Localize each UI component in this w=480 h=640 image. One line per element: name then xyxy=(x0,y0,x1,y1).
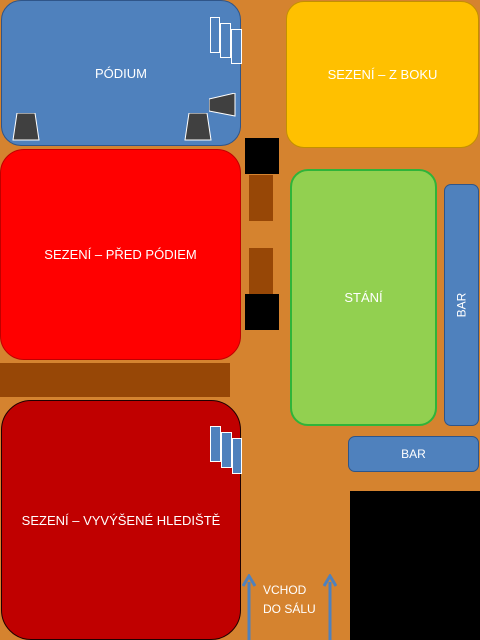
monitor-panel-2 xyxy=(221,432,232,468)
bar-vertical-label: BAR xyxy=(454,292,469,318)
podium-label: PÓDIUM xyxy=(95,65,147,81)
light-stack-panel-2 xyxy=(220,23,231,58)
speaker-right-icon xyxy=(209,93,236,117)
entrance-label-line2: DO SÁLU xyxy=(263,602,316,616)
walkway-strip xyxy=(0,363,230,397)
speaker-center-icon xyxy=(184,113,212,141)
entrance-arrow-left-icon xyxy=(242,574,256,640)
front-seating-label: SEZENÍ – PŘED PÓDIEM xyxy=(44,247,197,262)
column-block-bottom xyxy=(245,294,279,330)
monitor-panel-1 xyxy=(210,426,221,462)
podium-zone: PÓDIUM xyxy=(1,0,241,146)
walkway-segment-top xyxy=(249,175,273,221)
monitor-panel-3 xyxy=(232,438,242,474)
side-seating-zone: SEZENÍ – Z BOKU xyxy=(286,1,479,148)
walkway-segment-bottom xyxy=(249,248,273,294)
standing-label: STÁNÍ xyxy=(344,290,383,305)
bar-vertical: BAR xyxy=(444,184,479,426)
entrance-arrow-right-icon xyxy=(323,574,337,640)
speaker-left-icon xyxy=(12,113,40,141)
entrance-label: VCHOD DO SÁLU xyxy=(263,581,323,619)
raised-seating-zone: SEZENÍ – VYVÝŠENÉ HLEDIŠTĚ xyxy=(1,400,241,640)
light-stack-panel-3 xyxy=(231,29,242,64)
column-block-top xyxy=(245,138,279,174)
black-block xyxy=(350,491,480,640)
entrance-label-line1: VCHOD xyxy=(263,583,307,597)
light-stack-panel-1 xyxy=(210,17,220,53)
raised-seating-label: SEZENÍ – VYVÝŠENÉ HLEDIŠTĚ xyxy=(21,512,221,528)
side-seating-label: SEZENÍ – Z BOKU xyxy=(327,67,438,82)
bar-horizontal: BAR xyxy=(348,436,479,472)
standing-zone: STÁNÍ xyxy=(290,169,437,426)
bar-horizontal-label: BAR xyxy=(401,447,426,461)
front-seating-zone: SEZENÍ – PŘED PÓDIEM xyxy=(0,149,241,360)
